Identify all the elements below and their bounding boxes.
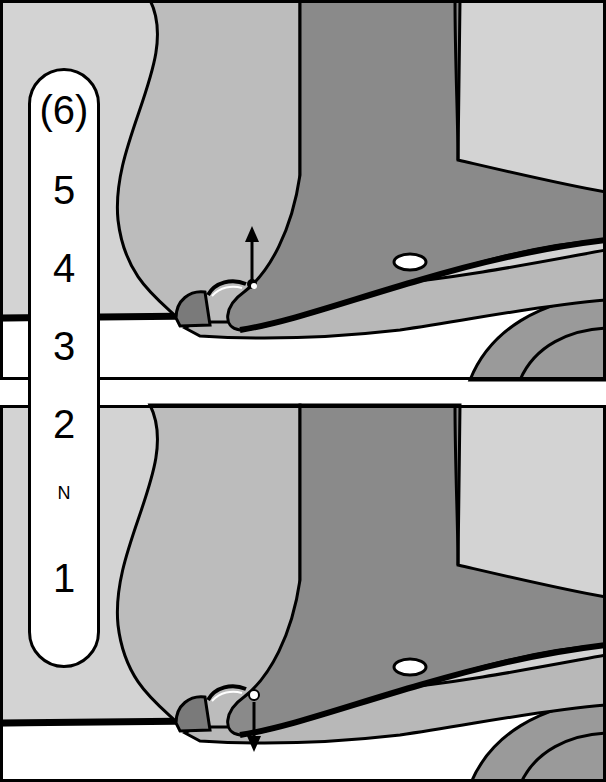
gear-number: 3 xyxy=(31,326,97,366)
gear-number: 2 xyxy=(31,404,97,444)
gear-number: N xyxy=(31,484,97,502)
gear-number: 5 xyxy=(31,170,97,210)
gear-number: (6) xyxy=(31,90,97,130)
gear-number: 1 xyxy=(31,558,97,598)
gear-number: 4 xyxy=(31,248,97,288)
gear-indicator: (6) 5 4 3 2N 1 xyxy=(28,68,100,668)
